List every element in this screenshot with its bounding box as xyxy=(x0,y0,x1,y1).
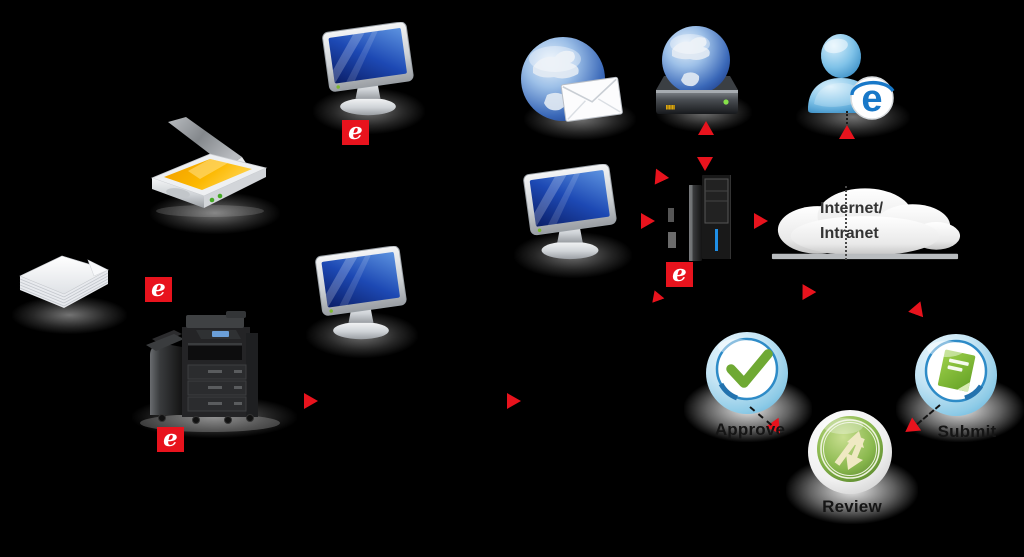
monitor-icon-top xyxy=(322,22,414,116)
red-arrowhead-icon xyxy=(796,284,817,304)
red-arrowhead-icon xyxy=(649,288,665,303)
review-sphere-icon xyxy=(808,410,892,494)
cloud-label-line1: Internet/ xyxy=(820,200,884,217)
approve-sphere-icon xyxy=(706,332,788,414)
dotted-connector xyxy=(846,111,848,124)
toshiba-e-badge: e xyxy=(145,277,172,302)
cable-mark xyxy=(668,232,676,248)
toshiba-e-badge: e xyxy=(157,427,184,452)
red-arrowhead-icon xyxy=(908,299,928,318)
monitor-icon-workstation xyxy=(523,164,617,260)
globe-harddrive-icon xyxy=(656,26,738,114)
red-arrowhead-icon xyxy=(641,213,655,229)
user-ie-icon: e xyxy=(808,34,895,120)
globe-email-icon xyxy=(521,37,623,122)
toshiba-e-badge: e xyxy=(342,120,369,145)
cloud-label: Internet/ Intranet xyxy=(820,196,883,246)
cable-mark xyxy=(668,208,674,222)
review-label: Review xyxy=(822,497,882,516)
scanner-icon xyxy=(150,117,268,217)
toshiba-e-badge: e xyxy=(666,262,693,287)
dotted-connector xyxy=(845,186,847,260)
ie-e-glyph: e xyxy=(861,78,882,120)
submit-label: Submit xyxy=(937,422,997,441)
server-icon xyxy=(689,175,731,261)
paper-stack-icon xyxy=(19,255,109,308)
red-arrowhead-icon xyxy=(649,165,669,184)
red-arrowhead-icon xyxy=(304,393,318,409)
cloud-label-line2: Intranet xyxy=(820,225,879,242)
submit-sphere-icon xyxy=(915,334,997,416)
red-arrowhead-icon xyxy=(507,393,521,409)
monitor-icon-middle xyxy=(315,246,407,340)
approve-label: Approve xyxy=(714,420,786,439)
printer-icon xyxy=(140,311,280,432)
cloud-icon xyxy=(771,188,961,260)
